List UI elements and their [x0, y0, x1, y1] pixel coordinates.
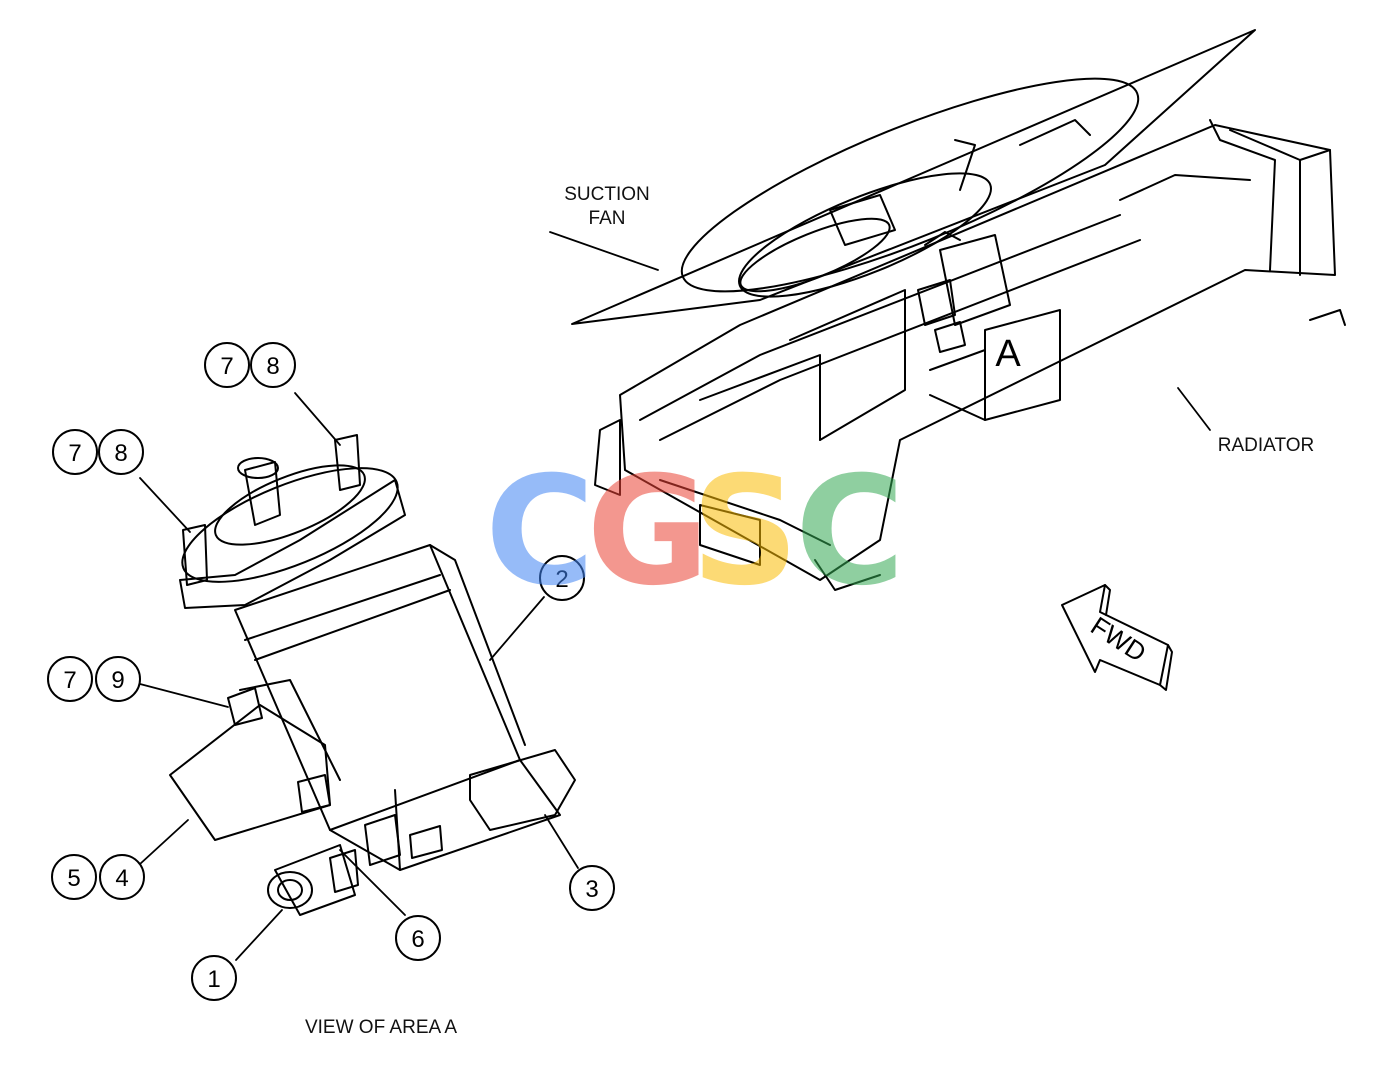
- watermark-letter-2: G: [586, 445, 709, 619]
- svg-text:9: 9: [111, 667, 124, 694]
- callout-1: 1: [191, 955, 237, 1001]
- svg-text:7: 7: [63, 667, 76, 694]
- view-caption: VIEW OF AREA A: [305, 1017, 457, 1038]
- callout-7-upper: 7: [204, 342, 250, 388]
- callout-9: 9: [95, 656, 141, 702]
- watermark-logo: C G S C: [485, 445, 905, 619]
- callout-5: 5: [51, 854, 97, 900]
- callout-8-upper: 8: [250, 342, 296, 388]
- watermark-letter-3: S: [691, 445, 799, 619]
- callout-7-lower: 7: [47, 656, 93, 702]
- svg-text:1: 1: [207, 966, 220, 993]
- watermark-letter-4: C: [795, 445, 905, 619]
- fwd-arrow: [1061, 584, 1173, 691]
- radiator: [594, 119, 1346, 591]
- svg-text:2: 2: [555, 566, 568, 593]
- radiator-label: RADIATOR: [1218, 435, 1314, 456]
- watermark-letter-1: C: [485, 445, 595, 619]
- callout-8-mid: 8: [98, 429, 144, 475]
- hydraulic-motor: [169, 434, 576, 916]
- fwd-label: FWD: [1086, 610, 1152, 667]
- svg-text:3: 3: [585, 876, 598, 903]
- svg-text:8: 8: [266, 353, 279, 380]
- svg-text:7: 7: [68, 440, 81, 467]
- svg-text:4: 4: [115, 865, 128, 892]
- callout-7-mid: 7: [52, 429, 98, 475]
- callout-3: 3: [569, 865, 615, 911]
- svg-text:8: 8: [114, 440, 127, 467]
- suction-fan-label-line1: SUCTION: [564, 184, 650, 205]
- svg-text:5: 5: [67, 865, 80, 892]
- callout-2: 2: [539, 555, 585, 601]
- leader-lines: [139, 231, 1211, 961]
- svg-text:6: 6: [411, 926, 424, 953]
- area-marker: A: [995, 333, 1021, 375]
- suction-fan: [571, 29, 1256, 325]
- suction-fan-label-line2: FAN: [589, 208, 626, 229]
- callout-4: 4: [99, 854, 145, 900]
- callout-6: 6: [395, 915, 441, 961]
- svg-text:7: 7: [220, 353, 233, 380]
